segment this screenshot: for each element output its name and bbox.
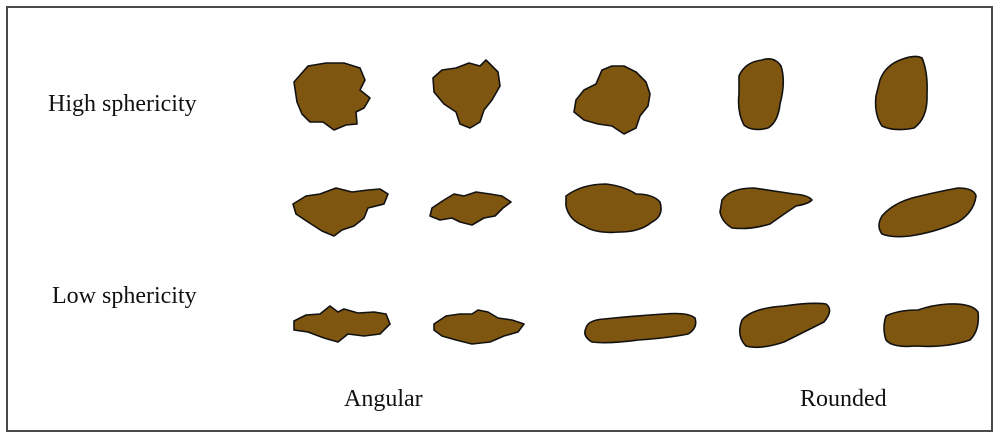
grain-low-sphericity-well-rounded [884,304,978,347]
grain-low-sphericity-angular [294,306,390,342]
grain-high-sphericity-subrounded [574,66,650,134]
grain-mid-sphericity-subrounded [566,184,661,232]
grain-low-sphericity-rounded [740,303,830,347]
grain-shapes [8,8,991,430]
grain-low-sphericity-subrounded [585,314,696,343]
grain-mid-sphericity-subangular [430,192,511,225]
grain-high-sphericity-rounded [739,59,784,130]
grain-shape-diagram: High sphericity Low sphericity Angular R… [6,6,993,432]
grain-high-sphericity-well-rounded [876,56,928,129]
grain-high-sphericity-angular [294,63,370,130]
grain-low-sphericity-subangular [434,310,524,344]
grain-mid-sphericity-angular [293,188,388,236]
grain-high-sphericity-subangular [433,60,500,128]
grain-mid-sphericity-rounded [720,188,812,229]
grain-mid-sphericity-well-rounded [879,188,976,237]
